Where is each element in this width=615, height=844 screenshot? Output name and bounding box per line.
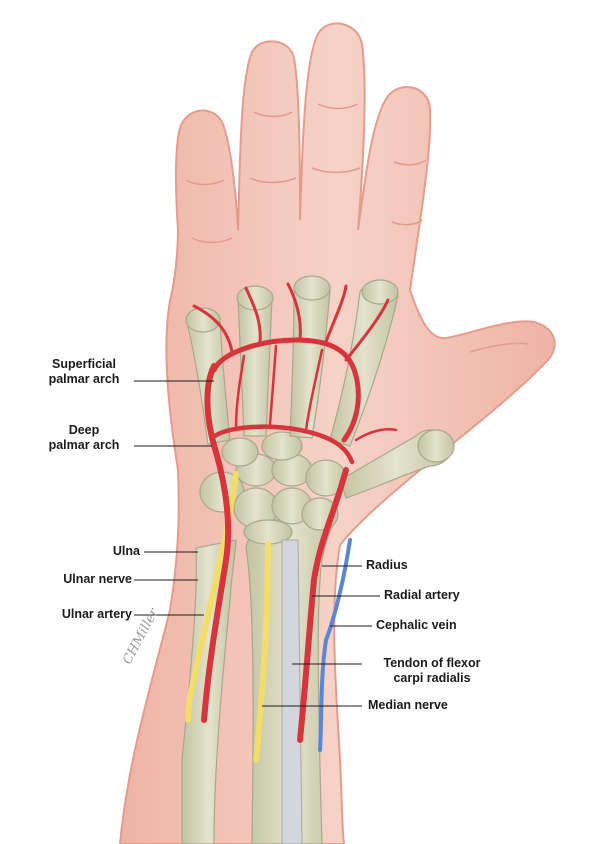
flexor-carpi-radialis-tendon [281,539,303,844]
label-ulnar-nerve: Ulnar nerve [63,572,132,586]
label-deep-palmar-arch: Deep palmar arch [36,423,132,453]
label-deep-line1: Deep [68,423,100,437]
label-ulnar-artery: Ulnar artery [61,607,132,621]
label-superficial-line2: palmar arch [48,372,120,386]
label-tendon-line2: carpi radialis [393,671,471,685]
label-superficial-palmar-arch: Superficial palmar arch [36,357,132,387]
arteries [192,282,398,743]
label-cephalic-vein: Cephalic vein [376,618,457,632]
label-ulna: Ulna [112,544,140,558]
label-median-nerve: Median nerve [368,698,448,712]
median-nerve [253,541,271,763]
leader-lines [134,380,380,707]
label-deep-line2: palmar arch [48,438,120,452]
label-radius: Radius [366,558,408,572]
metacarpals [185,275,455,499]
label-tendon-line1: Tendon of flexor [383,656,481,670]
label-radial-artery: Radial artery [384,588,460,602]
cephalic-vein [318,538,352,752]
label-superficial-line1: Superficial [52,357,116,371]
label-tendon-flexor-carpi-radialis: Tendon of flexor carpi radialis [362,656,502,686]
